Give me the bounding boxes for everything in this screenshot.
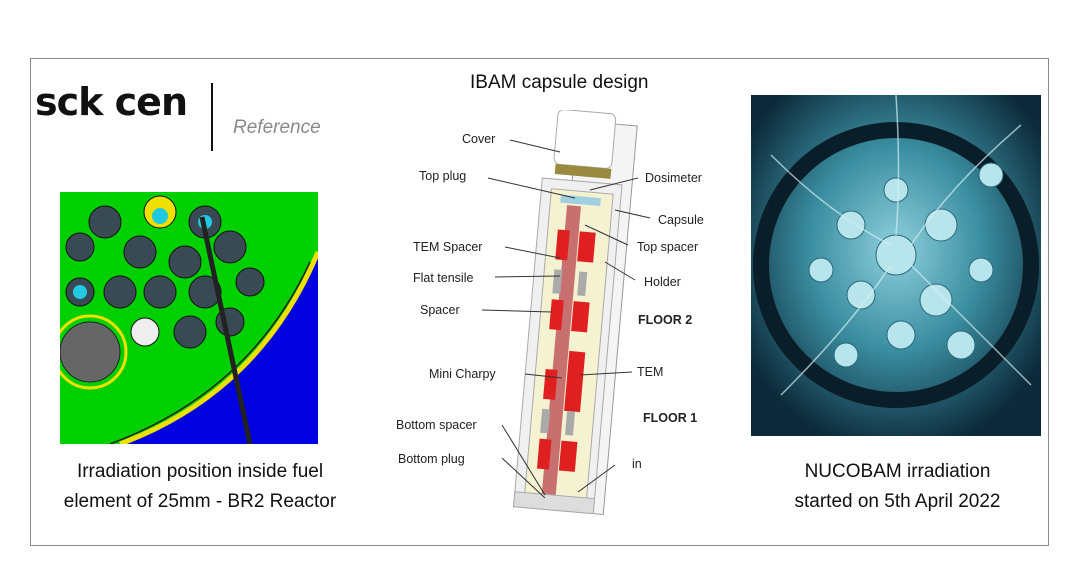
label-floor-1: FLOOR 1: [643, 411, 698, 425]
capsule-design-title: IBAM capsule design: [470, 72, 649, 93]
reactor-pool-photo: [751, 95, 1041, 436]
sck-cen-logo: sck cen: [35, 80, 188, 124]
label-holder: Holder: [644, 275, 681, 289]
left-caption-line-2: element of 25mm - BR2 Reactor: [63, 491, 337, 512]
label-in: in: [632, 457, 642, 471]
slide-frame: [30, 58, 1049, 546]
label-tem: TEM: [637, 365, 664, 379]
label-tem-spacer: TEM Spacer: [413, 240, 483, 254]
label-spacer: Spacer: [420, 303, 460, 317]
label-bottom-spacer: Bottom spacer: [396, 418, 477, 432]
capsule-diagram: [481, 110, 651, 516]
left-caption-line-1: Irradiation position inside fuel: [76, 461, 324, 482]
right-caption-line-2: started on 5th April 2022: [794, 491, 1001, 512]
label-top-plug: Top plug: [419, 169, 467, 183]
label-cover: Cover: [462, 132, 496, 146]
right-caption-line-1: NUCOBAM irradiation: [804, 461, 991, 482]
reference-label: Reference: [233, 117, 321, 138]
label-capsule: Capsule: [658, 213, 704, 227]
reactor-cross-section-image: [60, 192, 318, 444]
logo-divider: [211, 83, 213, 151]
label-bottom-plug: Bottom plug: [398, 452, 465, 466]
label-mini-charpy: Mini Charpy: [429, 367, 496, 381]
label-dosimeter: Dosimeter: [645, 171, 702, 185]
label-floor-2: FLOOR 2: [638, 313, 693, 327]
label-flat-tensile: Flat tensile: [413, 271, 474, 285]
label-top-spacer: Top spacer: [637, 240, 699, 254]
left-caption: Irradiation position inside fuel element…: [30, 457, 370, 517]
right-caption: NUCOBAM irradiation started on 5th April…: [740, 457, 1055, 517]
